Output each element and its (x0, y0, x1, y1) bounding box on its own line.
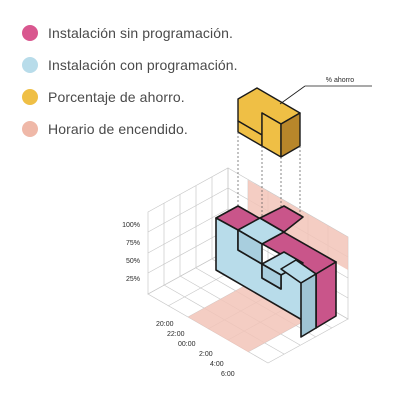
legend-item-with-programming: Instalación con programación. (22, 49, 238, 81)
time-tick: 2:00 (199, 351, 213, 358)
legend-item-savings: Porcentaje de ahorro. (22, 81, 238, 113)
time-tick: 20:00 (156, 321, 174, 328)
savings-block (237, 87, 301, 158)
salmon-swatch (22, 121, 38, 137)
savings-callout: % ahorro (279, 77, 372, 105)
percent-tick: 75% (126, 240, 140, 247)
percent-axis: 100% 75% 50% 25% (122, 222, 140, 283)
legend-label: Instalación con programación. (48, 57, 238, 73)
legend: Instalación sin programación. Instalació… (22, 17, 238, 145)
time-axis: 20:00 22:00 00:00 2:00 4:00 6:00 (156, 321, 235, 378)
percent-tick: 25% (126, 276, 140, 283)
projection-lines (237, 132, 301, 233)
percent-tick: 50% (126, 258, 140, 265)
without-programming-side (315, 261, 337, 329)
consumption-block (215, 205, 337, 338)
legend-item-schedule: Horario de encendido. (22, 113, 238, 145)
time-tick: 4:00 (210, 361, 224, 368)
legend-label: Porcentaje de ahorro. (48, 89, 185, 105)
percent-tick: 100% (122, 222, 140, 229)
with-programming-pillar-side (300, 273, 317, 338)
legend-label: Instalación sin programación. (48, 25, 233, 41)
schedule-band-wall (248, 180, 348, 270)
legend-item-without-programming: Instalación sin programación. (22, 17, 238, 49)
time-tick: 6:00 (221, 371, 235, 378)
notch-step-wall-2 (261, 263, 282, 290)
pink-swatch (22, 25, 38, 41)
light-blue-swatch (22, 57, 38, 73)
legend-label: Horario de encendido. (48, 121, 188, 137)
time-tick: 22:00 (167, 331, 185, 338)
yellow-swatch (22, 89, 38, 105)
callout-label: % ahorro (326, 77, 355, 84)
without-programming-inner (259, 205, 304, 233)
time-tick: 00:00 (178, 341, 196, 348)
